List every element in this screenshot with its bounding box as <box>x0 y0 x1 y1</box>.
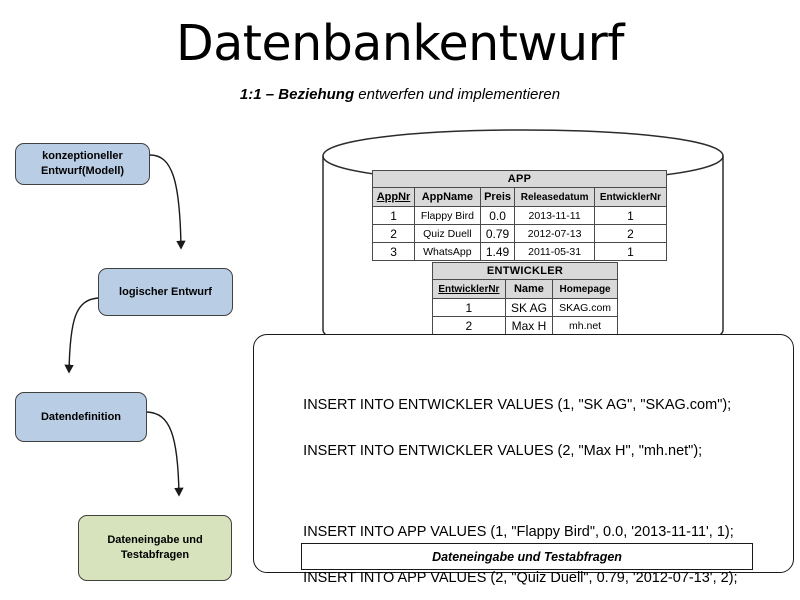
cell-appname: WhatsApp <box>414 242 481 261</box>
flow-box-datendefinition[interactable]: Datendefinition <box>15 392 147 442</box>
sql-code-block: INSERT INTO ENTWICKLER VALUES (1, "SK AG… <box>279 371 738 600</box>
connector-logisch-to-datendef <box>64 297 99 374</box>
cell-entwicklernr: 1 <box>593 242 668 261</box>
subtitle-emphasis: 1:1 – Beziehung <box>239 86 355 103</box>
table-row: 1 Flappy Bird 0.0 2013-11-11 1 <box>371 206 668 225</box>
subtitle-rest: entwerfen und implementieren <box>354 86 561 103</box>
column-header-releasedatum: Releasedatum <box>514 187 595 207</box>
flow-box-dateneingabe-testabfragen[interactable]: Dateneingabe und Testabfragen <box>78 515 232 581</box>
sql-line-blank <box>279 486 738 498</box>
column-header-entwicklernr: EntwicklerNr <box>593 187 668 207</box>
flow-box-konzeptioneller-entwurf[interactable]: konzeptioneller Entwurf(Modell) <box>15 143 150 185</box>
relation-table-entwickler: ENTWICKLER EntwicklerNr Name Homepage 1 … <box>432 262 618 335</box>
sql-statements-panel: INSERT INTO ENTWICKLER VALUES (1, "SK AG… <box>253 334 794 586</box>
column-header-appname: AppName <box>414 187 481 207</box>
column-header-entwicklernr: EntwicklerNr <box>432 279 506 299</box>
cell-appnr: 1 <box>371 206 416 225</box>
table-name-entwickler: ENTWICKLER <box>432 262 618 280</box>
cell-entwicklernr: 1 <box>593 206 668 225</box>
cell-entwicklernr: 2 <box>432 316 506 335</box>
cell-preis: 0.79 <box>479 224 516 243</box>
column-header-homepage: Homepage <box>552 279 618 299</box>
cell-preis: 0.0 <box>479 206 516 225</box>
sql-line: INSERT INTO APP VALUES (1, "Flappy Bird"… <box>303 524 734 540</box>
cell-homepage: SKAG.com <box>552 298 618 317</box>
connector-konzept-to-logisch <box>149 154 186 250</box>
connector-datendef-to-eingabe <box>146 411 184 497</box>
cell-appnr: 2 <box>371 224 416 243</box>
sql-line: INSERT INTO APP VALUES (2, "Quiz Duell",… <box>303 570 738 586</box>
table-header-row: EntwicklerNr Name Homepage <box>432 279 618 299</box>
table-row: 2 Max H mh.net <box>432 316 618 335</box>
page-title: Datenbankentwurf <box>176 15 624 72</box>
flow-box-label: Dateneingabe und Testabfragen <box>107 534 203 561</box>
flow-box-label: Datendefinition <box>40 410 122 423</box>
flow-box-label: logischer Entwurf <box>119 285 212 298</box>
sql-line: INSERT INTO ENTWICKLER VALUES (1, "SK AG… <box>303 397 732 413</box>
cell-appname: Flappy Bird <box>414 206 481 225</box>
cell-preis: 1.49 <box>479 242 516 261</box>
cell-name: SK AG <box>504 298 554 317</box>
cell-releasedatum: 2011-05-31 <box>514 242 595 261</box>
relation-table-app: APP AppNr AppName Preis Releasedatum Ent… <box>371 170 668 261</box>
table-name-row: APP <box>372 170 667 188</box>
cell-homepage: mh.net <box>552 316 618 335</box>
column-header-appnr: AppNr <box>371 187 416 207</box>
sql-line: INSERT INTO ENTWICKLER VALUES (2, "Max H… <box>303 443 703 459</box>
table-name-app: APP <box>372 170 667 188</box>
column-header-preis: Preis <box>479 187 516 207</box>
flow-box-logischer-entwurf[interactable]: logischer Entwurf <box>98 268 233 316</box>
table-row: 1 SK AG SKAG.com <box>432 298 618 317</box>
table-name-row: ENTWICKLER <box>432 262 618 280</box>
cell-name: Max H <box>504 316 554 335</box>
cell-entwicklernr: 1 <box>432 298 506 317</box>
sql-panel-caption: Dateneingabe und Testabfragen <box>301 543 753 570</box>
table-header-row: AppNr AppName Preis Releasedatum Entwick… <box>371 187 668 207</box>
page-subtitle: 1:1 – Beziehung entwerfen und implementi… <box>0 86 800 103</box>
flow-box-label: konzeptioneller Entwurf(Modell) <box>40 150 125 177</box>
table-row: 2 Quiz Duell 0.79 2012-07-13 2 <box>371 224 668 243</box>
column-header-name: Name <box>504 279 554 299</box>
cell-appnr: 3 <box>371 242 416 261</box>
cell-entwicklernr: 2 <box>593 224 668 243</box>
cell-releasedatum: 2013-11-11 <box>514 206 595 225</box>
sql-caption-label: Dateneingabe und Testabfragen <box>432 549 622 564</box>
cell-appname: Quiz Duell <box>414 224 481 243</box>
table-row: 3 WhatsApp 1.49 2011-05-31 1 <box>371 242 668 261</box>
cell-releasedatum: 2012-07-13 <box>514 224 595 243</box>
